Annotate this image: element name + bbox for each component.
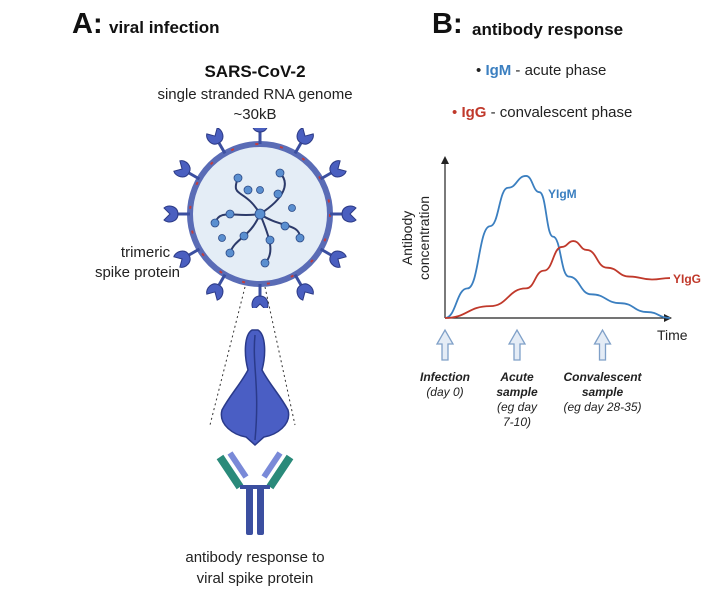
- legend-igm: • IgM - acute phase: [476, 62, 606, 79]
- marker-arrow-1: [507, 328, 527, 361]
- legend-igm-desc: - acute phase: [511, 62, 607, 79]
- panel-a-letter: A:: [72, 8, 103, 40]
- marker-label-2-line-2: (eg day 28-35): [563, 400, 641, 414]
- genome-line-2: ~30kB: [233, 106, 277, 123]
- legend-igg-name: IgG: [461, 104, 487, 121]
- series-line-igg: [444, 240, 671, 319]
- virus-name: SARS-CoV-2: [204, 62, 306, 81]
- zoom-guide-lines: [209, 286, 296, 426]
- antibody-response-chart: Antibody concentration Time YIgM YIgG Inf…: [399, 156, 701, 429]
- spike-antibody-illustration: [216, 329, 294, 535]
- series-label-igg: YIgG: [673, 272, 701, 286]
- legend-igm-bullet: •: [476, 62, 482, 79]
- marker-label-1-line-0: Acute: [499, 370, 534, 384]
- y-axis-label-line-1: Antibody: [399, 211, 415, 265]
- legend-igm-name: IgM: [485, 62, 512, 79]
- x-axis-label: Time: [657, 327, 688, 343]
- panel-a-title: viral infection: [109, 18, 220, 37]
- virus-illustration: [162, 128, 358, 308]
- marker-label-1-line-3: 7-10): [503, 415, 531, 429]
- series-label-igm: YIgM: [548, 187, 577, 201]
- response-line-2: viral spike protein: [196, 570, 314, 587]
- response-line-1: antibody response to: [185, 549, 325, 566]
- panel-b-letter: B:: [432, 8, 463, 40]
- marker-arrow-2: [593, 328, 612, 361]
- spike-label-line-2: spike protein: [94, 264, 181, 281]
- panel-b-title: antibody response: [472, 20, 624, 39]
- legend-igg: • IgG - convalescent phase: [452, 104, 632, 121]
- series-layer: YIgM YIgG: [444, 175, 701, 319]
- genome-line-1: single stranded RNA genome: [157, 86, 353, 103]
- legend-igg-desc: - convalescent phase: [486, 104, 633, 121]
- marker-label-1-line-1: sample: [496, 385, 538, 399]
- marker-label-2-line-0: Convalescent: [563, 370, 642, 384]
- series-line-igm: [444, 175, 671, 319]
- marker-arrow-0: [435, 328, 455, 361]
- legend-igg-bullet: •: [452, 104, 458, 121]
- spike-label-line-1: trimeric: [120, 244, 171, 261]
- spike-protein-trimer: [220, 329, 290, 447]
- rna-genome: [210, 168, 305, 268]
- marker-label-0-line-0: Infection: [420, 370, 470, 384]
- antibody: [216, 451, 294, 535]
- marker-label-1-line-2: (eg day: [497, 400, 538, 414]
- marker-label-2-line-1: sample: [582, 385, 624, 399]
- y-axis-label-line-2: concentration: [416, 196, 432, 280]
- marker-label-0-line-1: (day 0): [426, 385, 463, 399]
